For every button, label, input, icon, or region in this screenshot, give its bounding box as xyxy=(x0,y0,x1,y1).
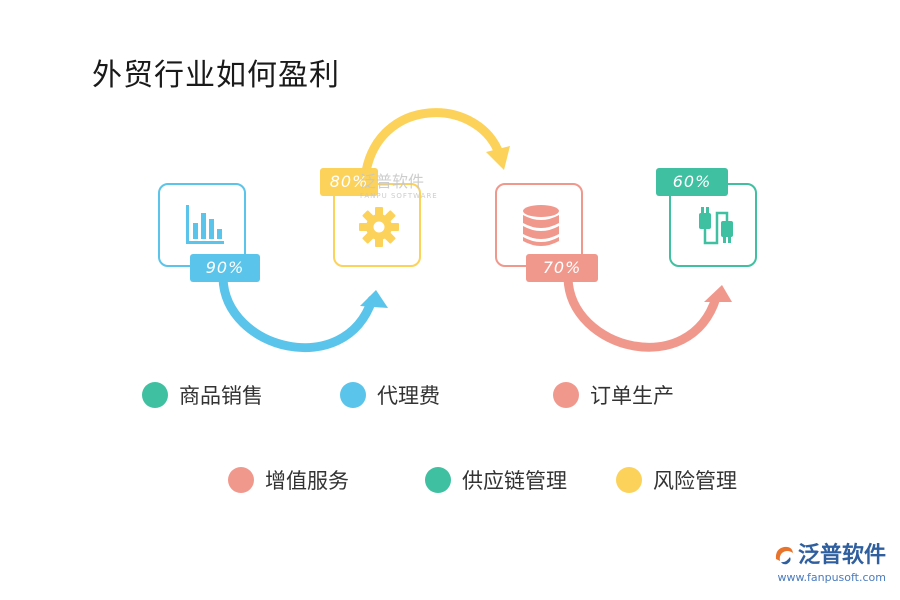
arrow-blue xyxy=(218,273,377,353)
legend-item-risk-management: 风险管理 xyxy=(616,465,737,495)
legend-dot xyxy=(142,382,168,408)
legend-dot xyxy=(228,467,254,493)
badge-card-1: 90% xyxy=(190,254,260,282)
legend-dot xyxy=(616,467,642,493)
brand-name: 泛普软件 xyxy=(797,543,886,568)
legend-label: 订单生产 xyxy=(590,384,674,408)
brand-logo: 泛普软件 www.fanpusoft.com xyxy=(773,537,886,584)
legend-dot xyxy=(553,382,579,408)
bar-chart-icon xyxy=(186,205,224,244)
arrow-yellow-head xyxy=(486,146,510,170)
legend-label: 供应链管理 xyxy=(462,469,567,493)
legend-label: 风险管理 xyxy=(653,469,737,493)
page-title: 外贸行业如何盈利 xyxy=(92,58,340,93)
usb-cable-icon xyxy=(699,207,733,245)
watermark-name: 泛普软件 xyxy=(360,172,425,191)
arrow-red-head xyxy=(704,285,732,302)
database-icon xyxy=(523,205,559,246)
legend-item-commodity-sales: 商品销售 xyxy=(142,380,263,410)
legend-item-supply-chain-management: 供应链管理 xyxy=(425,465,567,495)
legend-dot xyxy=(425,467,451,493)
card-sales-chart xyxy=(158,183,246,267)
legend-label: 商品销售 xyxy=(179,384,263,408)
legend-dot xyxy=(340,382,366,408)
brand-mark-icon xyxy=(775,546,793,565)
arrow-red xyxy=(563,273,721,352)
legend-label: 代理费 xyxy=(377,384,440,408)
badge-card-2: 80% xyxy=(320,168,378,196)
legend-item-agency-fee: 代理费 xyxy=(340,380,440,410)
watermark: 泛普软件 FANPU SOFTWARE xyxy=(360,168,438,200)
badge-card-3: 70% xyxy=(526,254,598,282)
arrow-blue-head xyxy=(360,290,388,308)
watermark-sub: FANPU SOFTWARE xyxy=(360,192,438,200)
card-database xyxy=(495,183,583,267)
legend-label: 增值服务 xyxy=(265,469,349,493)
gear-icon xyxy=(359,207,399,247)
card-cable xyxy=(669,183,757,267)
arrow-yellow xyxy=(360,108,505,183)
legend-item-value-added-services: 增值服务 xyxy=(228,465,349,495)
brand-url: www.fanpusoft.com xyxy=(777,571,886,584)
badge-card-4: 60% xyxy=(656,168,728,196)
legend-item-order-production: 订单生产 xyxy=(553,380,674,410)
